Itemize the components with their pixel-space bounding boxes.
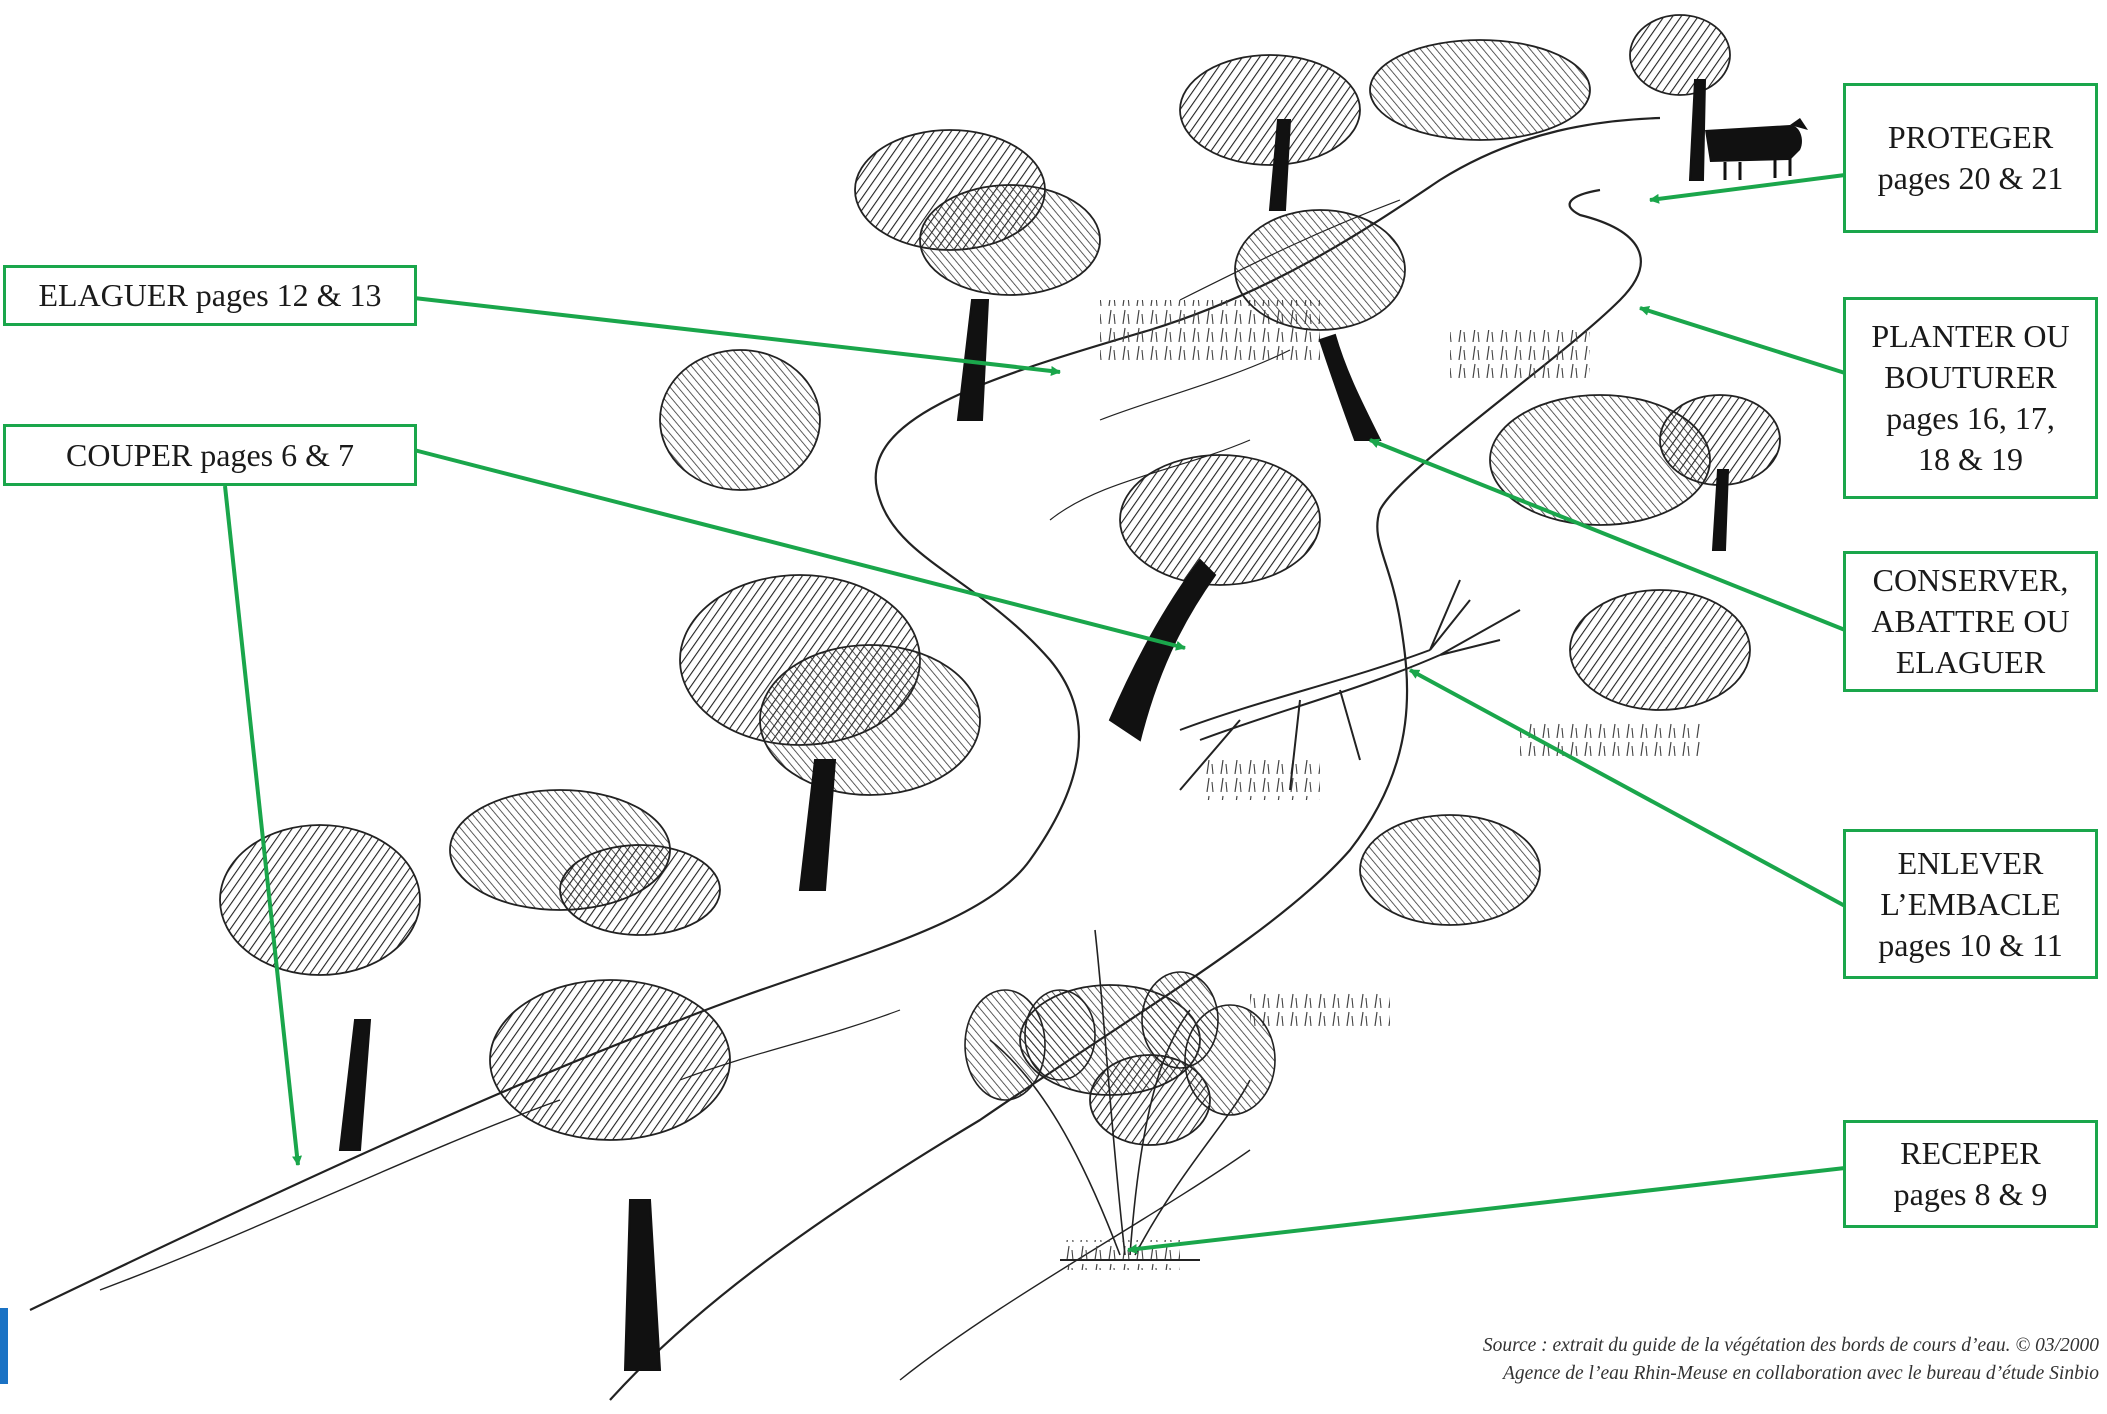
label-planter: PLANTER OU BOUTURER pages 16, 17, 18 & 1… bbox=[1843, 297, 2098, 499]
source-line-2: Agence de l’eau Rhin-Meuse en collaborat… bbox=[1483, 1360, 2099, 1388]
label-conserver-text: CONSERVER, ABATTRE OU ELAGUER bbox=[1871, 560, 2069, 683]
page-edge-mark bbox=[0, 1308, 8, 1384]
label-elaguer: ELAGUER pages 12 & 13 bbox=[3, 265, 417, 326]
fallen-tree bbox=[1180, 580, 1520, 790]
label-receper: RECEPER pages 8 & 9 bbox=[1843, 1120, 2098, 1228]
label-conserver: CONSERVER, ABATTRE OU ELAGUER bbox=[1843, 551, 2098, 692]
label-proteger-text: PROTEGER pages 20 & 21 bbox=[1878, 117, 2064, 199]
foliage bbox=[220, 15, 1780, 1145]
label-couper-text: COUPER pages 6 & 7 bbox=[66, 435, 354, 476]
source-credit: Source : extrait du guide de la végétati… bbox=[1483, 1332, 2099, 1388]
cow bbox=[1705, 118, 1808, 180]
label-proteger: PROTEGER pages 20 & 21 bbox=[1843, 83, 2098, 233]
source-line-1: Source : extrait du guide de la végétati… bbox=[1483, 1332, 2099, 1360]
label-planter-text: PLANTER OU BOUTURER pages 16, 17, 18 & 1… bbox=[1871, 316, 2069, 480]
label-receper-text: RECEPER pages 8 & 9 bbox=[1894, 1133, 2048, 1215]
label-enlever-text: ENLEVER L’EMBACLE pages 10 & 11 bbox=[1878, 843, 2063, 966]
label-elaguer-text: ELAGUER pages 12 & 13 bbox=[38, 275, 381, 316]
label-couper: COUPER pages 6 & 7 bbox=[3, 424, 417, 486]
label-enlever: ENLEVER L’EMBACLE pages 10 & 11 bbox=[1843, 829, 2098, 979]
